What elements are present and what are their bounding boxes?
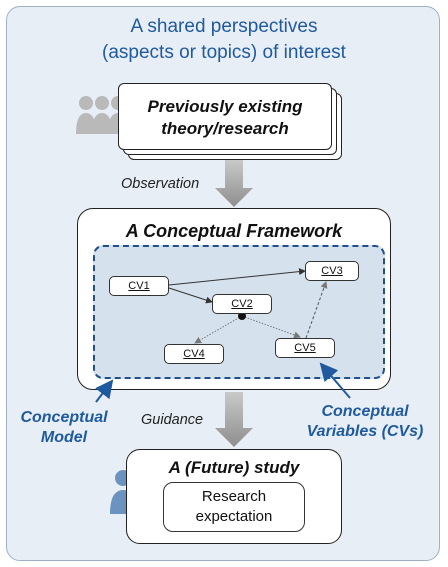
conceptual-variables-pointer xyxy=(319,362,351,399)
conceptual-variables-line-1: Conceptual xyxy=(321,403,409,420)
conceptual-model-line-2: Model xyxy=(40,429,88,446)
cv2-to-cv4-line xyxy=(194,315,243,344)
cv3-box: CV3 xyxy=(305,261,359,281)
conceptual-model-label: Conceptual Model xyxy=(14,408,114,448)
research-expectation-box: Research expectation xyxy=(163,482,305,532)
cv4-box: CV4 xyxy=(164,344,224,364)
expectation-line-1: Research xyxy=(201,488,267,505)
conceptual-variables-label: Conceptual Variables (CVs) xyxy=(300,402,430,442)
observation-label: Observation xyxy=(121,176,200,192)
cv1-to-cv3-line xyxy=(168,268,306,286)
moderator-node-dot xyxy=(238,312,246,320)
expectation-line-2: expectation xyxy=(195,508,273,525)
header-line-2: (aspects or topics) of interest xyxy=(102,42,346,63)
theory-box: Previously existing theory/research xyxy=(118,83,332,150)
future-study-box: A (Future) study Research expectation xyxy=(126,449,342,544)
guidance-label: Guidance xyxy=(141,412,204,428)
cv1-to-cv2-line xyxy=(168,287,213,304)
theory-line-1: Previously existing xyxy=(147,97,303,116)
header-line-1: A shared perspectives xyxy=(130,16,318,37)
conceptual-model-pointer xyxy=(95,379,114,403)
cv2-to-cv5-line xyxy=(241,315,301,339)
observation-arrow xyxy=(215,160,253,207)
guidance-arrow xyxy=(215,392,253,447)
cv2-box: CV2 xyxy=(212,294,272,314)
study-title: A (Future) study xyxy=(168,458,300,477)
cv1-box: CV1 xyxy=(109,276,169,296)
framework-title: A Conceptual Framework xyxy=(125,221,343,241)
conceptual-variables-line-2: Variables (CVs) xyxy=(306,423,424,440)
cv5-box: CV5 xyxy=(275,338,335,358)
conceptual-model-line-1: Conceptual xyxy=(20,409,108,426)
theory-line-2: theory/research xyxy=(161,119,289,138)
